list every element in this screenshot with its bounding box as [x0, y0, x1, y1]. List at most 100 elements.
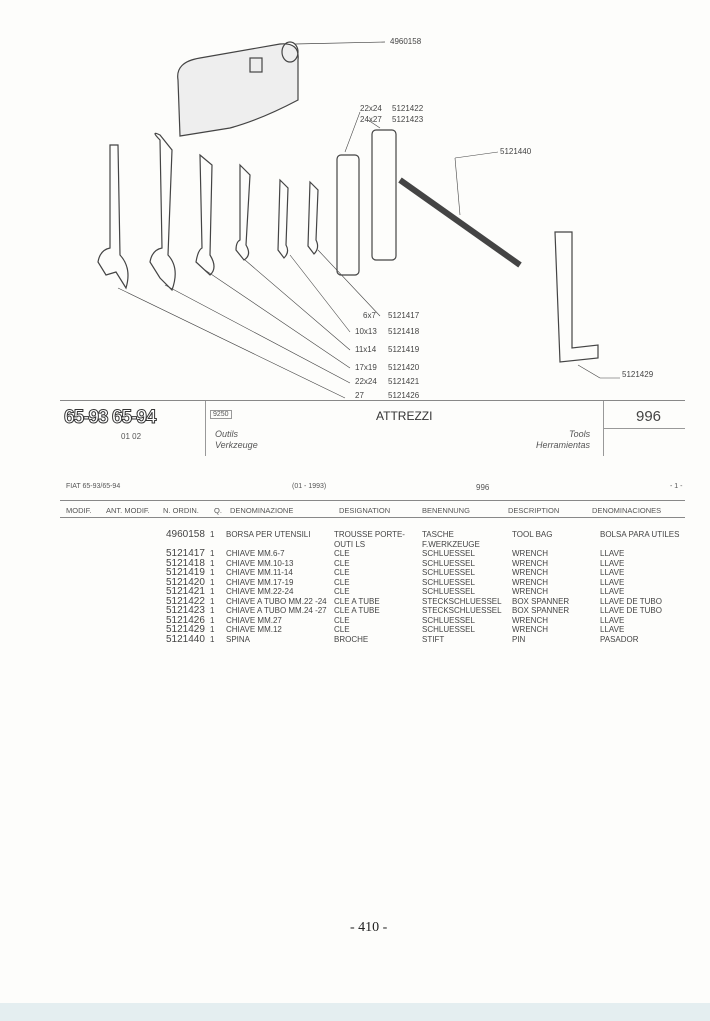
table-cell: 1: [210, 634, 215, 644]
table-cell: SCHLUESSEL: [422, 615, 475, 625]
table-cell: 1: [210, 549, 215, 558]
modif-cell: [66, 587, 164, 597]
period: (01 - 1993): [292, 483, 327, 490]
table-cell: LLAVE: [600, 587, 625, 596]
modif-cell: [66, 530, 164, 549]
table-cell: CHIAVE A TUBO MM.24 -27: [226, 606, 327, 615]
callout-size: 6x7: [363, 311, 376, 320]
callout-label: 5121429: [622, 370, 654, 379]
col-header: ANT. MODIF.: [106, 506, 150, 515]
title-fr: Outils: [215, 429, 239, 439]
section-title: ATTREZZI: [376, 409, 433, 423]
group-code: 9250: [210, 410, 232, 419]
table-cell: CLE: [334, 558, 350, 568]
title-es: Herramientas: [536, 440, 591, 450]
table-cell: PASADOR: [600, 634, 639, 644]
table-cell: WRENCH: [512, 587, 548, 596]
table-cell: SCHLUESSEL: [422, 587, 475, 596]
table-cell: PIN: [512, 634, 526, 644]
callout-size: 11x14: [355, 345, 377, 354]
table-cell: WRENCH: [512, 615, 548, 625]
callout-label: 4960158: [390, 37, 422, 46]
table-cell: 1: [210, 577, 215, 587]
table-cell: BORSA PER UTENSILI: [226, 530, 311, 539]
col-header: BENENNUNG: [422, 506, 470, 515]
table-cell: 1: [210, 625, 215, 634]
modif-cell: [66, 559, 164, 569]
col-header: DESCRIPTION: [508, 506, 560, 515]
table-cell: 5121419: [166, 567, 205, 578]
callout-size: 17x19: [355, 363, 377, 372]
table-cell: CLE: [334, 549, 350, 558]
table-cell: SCHLUESSEL: [422, 549, 475, 558]
table-cell: WRENCH: [512, 577, 548, 587]
col-header: DENOMINAZIONE: [230, 506, 294, 515]
callout-label: 5121423: [392, 115, 424, 124]
table-cell: WRENCH: [512, 625, 548, 634]
table-cell: 5121423: [166, 605, 205, 616]
callout-label: 5121419: [388, 345, 420, 354]
modif-cell: [66, 606, 164, 616]
table-cell: CLE: [334, 615, 350, 625]
table-cell: STIFT: [422, 634, 445, 644]
table-cell: CHIAVE MM.11-14: [226, 568, 293, 577]
table-cell: WRENCH: [512, 568, 548, 577]
table-cell: 1: [210, 596, 215, 606]
table-cell: 5121426: [166, 614, 205, 626]
table-cell: LLAVE: [600, 549, 625, 558]
callout-size: 22x24: [355, 377, 377, 386]
modif-cell: [66, 635, 164, 645]
table-cell: CHIAVE MM.10-13: [226, 558, 294, 568]
table-cell: CLE A TUBE: [334, 606, 380, 615]
table-cell: BOX SPANNER: [512, 606, 570, 615]
table-row: 5121423 1 CHIAVE A TUBO MM.24 -27 CLE A TUB…: [66, 606, 692, 616]
table-cell: CHIAVE MM.17-19: [226, 577, 294, 587]
table-cell: 1: [210, 615, 215, 625]
page-number: - 410 -: [350, 920, 388, 935]
callout-label: 5121422: [392, 104, 424, 113]
table-cell: CHIAVE MM.6-7: [226, 549, 285, 558]
tool-bag-illustration: [177, 41, 299, 137]
table-cell: LLAVE: [600, 568, 625, 577]
table-cell: BROCHE: [334, 634, 369, 644]
table-cell: 1: [210, 606, 215, 615]
table-cell: 4960158: [166, 529, 205, 540]
modif-cell: [66, 578, 164, 588]
col-header: Q.: [214, 506, 222, 515]
table-cell: 5121440: [166, 633, 205, 645]
modif-cell: [66, 616, 164, 626]
col-header: DESIGNATION: [339, 506, 391, 515]
callout-label: 5121421: [388, 377, 420, 386]
sheet-number: - 1 -: [670, 483, 683, 490]
table-cell: CHIAVE MM.12: [226, 625, 282, 634]
table-cell: WRENCH: [512, 558, 548, 568]
model-badge: 65-93 65-94: [63, 407, 156, 429]
table-cell: BOLSA PARA UTILES: [600, 530, 680, 539]
table-cell: LLAVE DE TUBO: [600, 606, 662, 615]
table-cell: LLAVE: [600, 558, 625, 568]
col-header: MODIF.: [66, 506, 92, 515]
table-cell: 1: [210, 530, 215, 539]
callout-size: 24x27: [360, 115, 382, 124]
table-cell: CLE: [334, 587, 350, 596]
table-cell: 1: [210, 568, 215, 577]
callout-label: 5121418: [388, 327, 420, 336]
table-cell: SCHLUESSEL: [422, 625, 475, 634]
table-cell: STECKSCHLUESSEL: [422, 606, 502, 615]
table-cell: WRENCH: [512, 549, 548, 558]
table-cell: CLE: [334, 568, 350, 577]
callout-label: 5121440: [500, 147, 532, 156]
model-ref: FIAT 65-93/65-94: [66, 483, 121, 490]
table-cell: BOX SPANNER: [512, 596, 570, 606]
date-code: 01 02: [121, 432, 142, 441]
table-cell: CLE: [334, 625, 350, 634]
modif-cell: [66, 549, 164, 559]
scan-edge: [0, 1003, 710, 1021]
